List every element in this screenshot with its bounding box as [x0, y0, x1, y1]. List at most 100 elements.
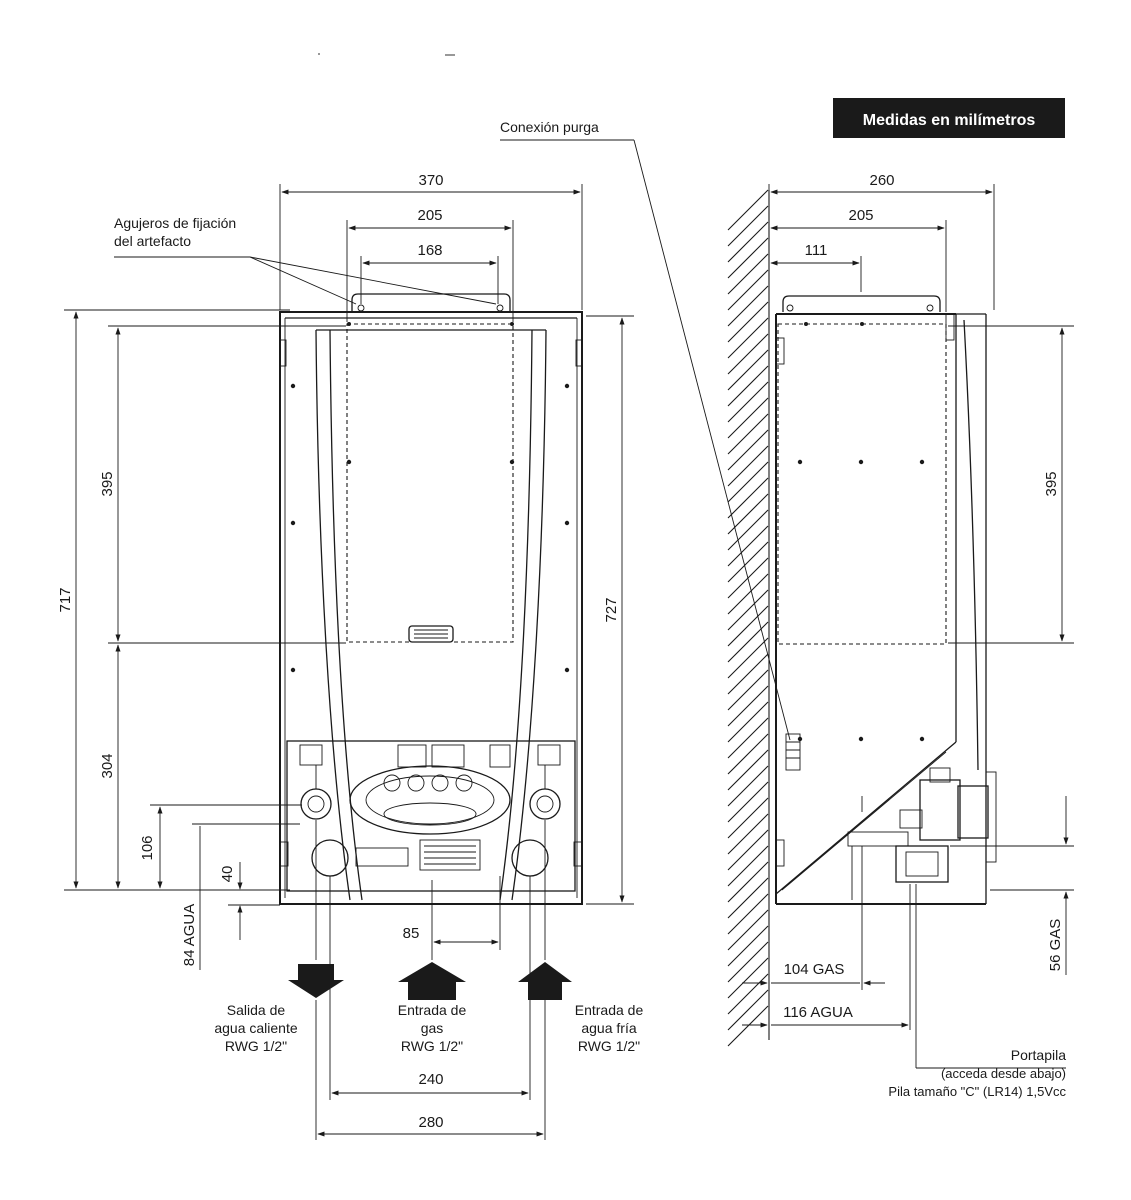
wall-hatch-line: [727, 397, 769, 439]
cold-water-label-line3: RWG 1/2": [578, 1038, 640, 1054]
gas-inlet-arrow-icon: [398, 962, 466, 1000]
dim-side-inner-depth: 205: [848, 207, 873, 224]
dim-spacing-240: 240: [418, 1071, 443, 1088]
wall-hatch-line: [727, 413, 769, 455]
wall-hatch-line: [727, 525, 769, 567]
wall-hatch-line: [727, 269, 769, 311]
wall-hatch-line: [727, 461, 769, 503]
gas-label-line3: RWG 1/2": [401, 1038, 463, 1054]
cold-water-label-line2: agua fría: [581, 1020, 636, 1036]
wall-hatch-line: [727, 381, 769, 423]
dim-106: 106: [139, 835, 156, 860]
wall-hatch-line: [727, 925, 769, 967]
dim-40: 40: [219, 866, 236, 883]
units-badge-text: Medidas en milímetros: [863, 112, 1036, 129]
wall-hatch-line: [727, 301, 769, 343]
dim-inner-width: 205: [417, 207, 442, 224]
dim-total-width: 370: [418, 172, 443, 189]
wall-hatch-line: [727, 285, 769, 327]
units-badge: Medidas en milímetros: [833, 98, 1065, 138]
wall-hatch-line: [727, 477, 769, 519]
battery-holder-label-line1: Portapila: [1011, 1047, 1066, 1063]
front-casing-outline: [279, 311, 583, 905]
wall-hatch-line: [727, 317, 769, 359]
wall-hatch-line: [727, 429, 769, 471]
wall-hatch-line: [727, 797, 769, 839]
wall-hatch-line: [727, 765, 769, 807]
wall-hatch-line: [727, 637, 769, 679]
wall-hatch-line: [727, 669, 769, 711]
battery-holder-label-line3: Pila tamaño "C" (LR14) 1,5Vcc: [888, 1084, 1066, 1099]
wall-hatch-line: [727, 973, 769, 1015]
wall-hatch-line: [727, 365, 769, 407]
fixing-holes-label-line2: del artefacto: [114, 233, 191, 249]
cold-water-label-line1: Entrada de: [575, 1002, 644, 1018]
brand-logo-plate: [408, 625, 454, 643]
wall-hatch-line: [727, 493, 769, 535]
wall-hatch-line: [727, 749, 769, 791]
wall-hatch-line: [727, 253, 769, 295]
gas-valve-body: [349, 765, 511, 835]
wall-hatch-line: [727, 829, 769, 871]
wall-hatch-line: [727, 333, 769, 375]
wall-hatch-line: [727, 989, 769, 1031]
dim-side-gas-depth: 104 GAS: [784, 961, 845, 978]
wall-hatch-line: [727, 1005, 769, 1047]
side-dimensions: 260 205 111 395 56 GAS 104 GAS 116 AGUA: [500, 119, 1074, 1099]
units-badge-background: [833, 98, 1065, 138]
wall-hatch-line: [727, 653, 769, 695]
dim-case-height: 727: [603, 597, 620, 622]
front-lower-compartment: [286, 740, 576, 892]
wall-hatch-line: [727, 861, 769, 903]
wall-hatch-line: [727, 573, 769, 615]
wall-hatch-line: [727, 733, 769, 775]
fixing-holes-label-line1: Agujeros de fijación: [114, 215, 236, 231]
front-view: [279, 293, 583, 905]
wall-hatch-line: [727, 221, 769, 263]
dim-spacing-280: 280: [418, 1114, 443, 1131]
wall-hatch-line: [727, 957, 769, 999]
purge-connection-label: Conexión purga: [500, 119, 599, 135]
wall-hatch-line: [727, 893, 769, 935]
front-dimensions: 370 205 168 Agujeros de fijación del art…: [57, 172, 643, 1140]
dim-water-height: 84 AGUA: [181, 904, 198, 967]
wall-hatch-line: [727, 509, 769, 551]
wall-hatch-line: [727, 349, 769, 391]
wall-hatch-line: [727, 605, 769, 647]
purge-fitting: [785, 733, 801, 771]
wall-hatch-line: [727, 621, 769, 663]
wall-hatch-line: [727, 909, 769, 951]
gas-label-line2: gas: [421, 1020, 444, 1036]
hot-water-label-line2: agua caliente: [214, 1020, 298, 1036]
wall-hatch-line: [727, 845, 769, 887]
dim-total-height: 717: [57, 587, 74, 612]
gas-label-line1: Entrada de: [398, 1002, 467, 1018]
wall-hatching: [727, 189, 769, 1047]
dim-lower-height: 304: [99, 753, 116, 778]
wall-hatch-line: [727, 717, 769, 759]
wall-hatch-line: [727, 589, 769, 631]
dim-gas-offset: 85: [403, 925, 420, 942]
hot-water-label-line1: Salida de: [227, 1002, 286, 1018]
wall-hatch-line: [727, 205, 769, 247]
side-view: [727, 189, 997, 1047]
wall-hatch-line: [727, 685, 769, 727]
wall-hatch-line: [727, 541, 769, 583]
front-mounting-bracket: [351, 293, 511, 312]
hot-water-label-line3: RWG 1/2": [225, 1038, 287, 1054]
battery-holder-label-line2: (acceda desde abajo): [941, 1066, 1066, 1081]
hot-water-outlet-arrow-icon: [288, 964, 344, 998]
dim-side-gas-height: 56 GAS: [1047, 919, 1064, 972]
wall-hatch-line: [727, 813, 769, 855]
wall-hatch-line: [727, 237, 769, 279]
dim-side-upper-height: 395: [1043, 471, 1060, 496]
dim-side-water-depth: 116 AGUA: [783, 1004, 853, 1021]
wall-hatch-line: [727, 189, 769, 231]
dim-hole-spacing: 168: [417, 242, 442, 259]
dim-side-offset-111: 111: [805, 242, 828, 259]
dim-upper-height: 395: [99, 471, 116, 496]
side-mounting-bracket: [782, 295, 941, 312]
battery-holder-box: [895, 845, 949, 883]
wall-hatch-line: [727, 445, 769, 487]
